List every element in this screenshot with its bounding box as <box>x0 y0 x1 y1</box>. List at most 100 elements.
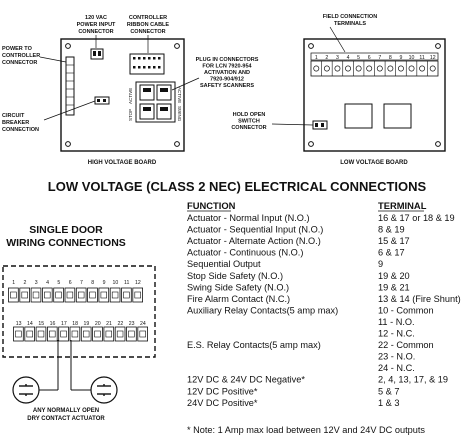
lv-terminal-screw <box>355 65 362 72</box>
scanner-jack <box>139 103 155 120</box>
controller-label: CONTROLLER <box>129 15 167 21</box>
lv-terminal-screw <box>387 65 394 72</box>
lv-terminal-number: 7 <box>378 55 381 61</box>
terminal-cell: 10 - Common <box>378 305 434 315</box>
ribbon-connector-label: CONNECTOR <box>130 29 165 35</box>
terminal-number-top: 6 <box>69 280 72 286</box>
lv-terminal-screw <box>323 65 330 72</box>
terminal-cell: 19 & 21 <box>378 282 410 292</box>
terminal-cell: 1 & 3 <box>378 398 399 408</box>
power-input-connector <box>90 48 104 60</box>
lv-terminal-number: 5 <box>357 55 360 61</box>
actuator-label-1: ANY NORMALLY OPEN <box>33 408 99 414</box>
connection-label: CONNECTION <box>2 127 39 133</box>
terminal-number-bottom: 22 <box>117 321 123 327</box>
lv-terminal-screw <box>366 65 373 72</box>
terminal-number-bottom: 23 <box>129 321 135 327</box>
terminal-number-top: 8 <box>91 280 94 286</box>
high-voltage-board-title: HIGH VOLTAGE BOARD <box>88 160 157 166</box>
terminal-number-top: 3 <box>35 280 38 286</box>
hv-mount-hole <box>65 43 71 49</box>
terminal-number-bottom: 21 <box>106 321 112 327</box>
function-cell: Swing Side Safety (N.O.) <box>187 282 289 292</box>
terminals-label: TERMINALS <box>334 21 366 27</box>
terminal-number-bottom: 20 <box>95 321 101 327</box>
scanner-jack <box>156 103 172 120</box>
function-cell: Actuator - Continuous (N.O.) <box>187 248 303 258</box>
terminal-number-bottom: 14 <box>27 321 33 327</box>
function-cell: Sequential Output <box>187 259 261 269</box>
terminal-cell: 24 - N.C. <box>378 363 415 373</box>
lv-terminal-number: 12 <box>430 55 436 61</box>
plug-in-label-2: FOR LCN 7920-954 <box>202 64 252 70</box>
es-relay <box>383 103 412 129</box>
power-input-label: POWER INPUT <box>77 22 116 28</box>
stop-label: STOP <box>128 109 133 121</box>
vac-label: 120 VAC <box>85 15 107 21</box>
controller-label-2: CONTROLLER <box>2 53 40 59</box>
terminal-number-top: 10 <box>112 280 118 286</box>
lv-terminal-screw <box>334 65 341 72</box>
lv-terminal-number: 1 <box>315 55 318 61</box>
actuator-symbol-right <box>90 376 118 404</box>
active-label: ACTIVE <box>128 88 133 104</box>
scanner-jack <box>139 84 155 101</box>
function-cell: 12V DC Positive* <box>187 386 258 396</box>
terminal-number-bottom: 17 <box>61 321 67 327</box>
terminal-number-bottom: 24 <box>140 321 146 327</box>
terminal-block-outline <box>2 265 156 358</box>
lv-terminal-number: 8 <box>389 55 392 61</box>
lv-terminal-number: 9 <box>400 55 403 61</box>
function-cell: 24V DC Positive* <box>187 398 258 408</box>
terminal-number-top: 2 <box>24 280 27 286</box>
terminal-header: TERMINAL <box>378 200 427 211</box>
terminal-number-top: 5 <box>57 280 60 286</box>
lv-terminal-number: 2 <box>325 55 328 61</box>
power-input-connector-label: CONNECTOR <box>78 29 113 35</box>
lv-terminal-screw <box>408 65 415 72</box>
function-cell: Actuator - Alternate Action (N.O.) <box>187 236 321 246</box>
lv-terminal-screw <box>419 65 426 72</box>
lv-terminal-number: 10 <box>409 55 415 61</box>
hv-mount-hole <box>174 141 180 147</box>
circuit-label: CIRCUIT <box>2 113 25 119</box>
terminal-cell: 12 - N.C. <box>378 329 415 339</box>
function-cell: Actuator - Normal Input (N.O.) <box>187 213 310 223</box>
actuator-symbol-left <box>12 376 40 404</box>
lv-terminal-number: 3 <box>336 55 339 61</box>
function-cell: Auxiliary Relay Contacts(5 amp max) <box>187 305 338 315</box>
terminal-number-top: 7 <box>80 280 83 286</box>
lv-terminal-screw <box>398 65 404 72</box>
low-voltage-board-title: LOW VOLTAGE BOARD <box>340 160 408 166</box>
function-cell: E.S. Relay Contacts(5 amp max) <box>187 340 321 350</box>
swing-label: SWING <box>177 106 182 122</box>
hv-mount-hole <box>174 43 180 49</box>
lv-terminal-screw <box>313 65 320 72</box>
power-to-label: POWER TO <box>2 46 33 52</box>
terminal-cell: 23 - N.O. <box>378 352 415 362</box>
function-cell: Actuator - Sequential Input (N.O.) <box>187 225 323 235</box>
terminal-cell: 5 & 7 <box>378 386 399 396</box>
plug-in-label-1: PLUG IN CONNECTORS <box>196 57 259 63</box>
terminal-cell: 9 <box>378 259 383 269</box>
scanner-jack <box>156 84 172 101</box>
table-note: * Note: 1 Amp max load between 12V and 2… <box>187 425 425 435</box>
ribbon-cable-label: RIBBON CABLE <box>127 22 169 28</box>
aux-relay <box>344 103 373 129</box>
terminal-cell: 6 & 17 <box>378 248 405 258</box>
plug-in-label-4: 7920-904/912 <box>210 77 244 83</box>
lv-terminal-number: 4 <box>347 55 350 61</box>
terminal-number-bottom: 16 <box>50 321 56 327</box>
terminal-number-top: 1 <box>12 280 15 286</box>
breaker-label: BREAKER <box>2 120 29 126</box>
hold-open-connector-label: CONNECTOR <box>231 125 266 131</box>
lv-terminal-number: 6 <box>368 55 371 61</box>
function-cell: 12V DC & 24V DC Negative* <box>187 375 305 385</box>
function-cell: Stop Side Safety (N.O.) <box>187 271 283 281</box>
power-to-controller-connector <box>65 56 75 116</box>
terminal-number-bottom: 18 <box>72 321 78 327</box>
terminal-number-bottom: 19 <box>84 321 90 327</box>
terminal-cell: 22 - Common <box>378 340 434 350</box>
